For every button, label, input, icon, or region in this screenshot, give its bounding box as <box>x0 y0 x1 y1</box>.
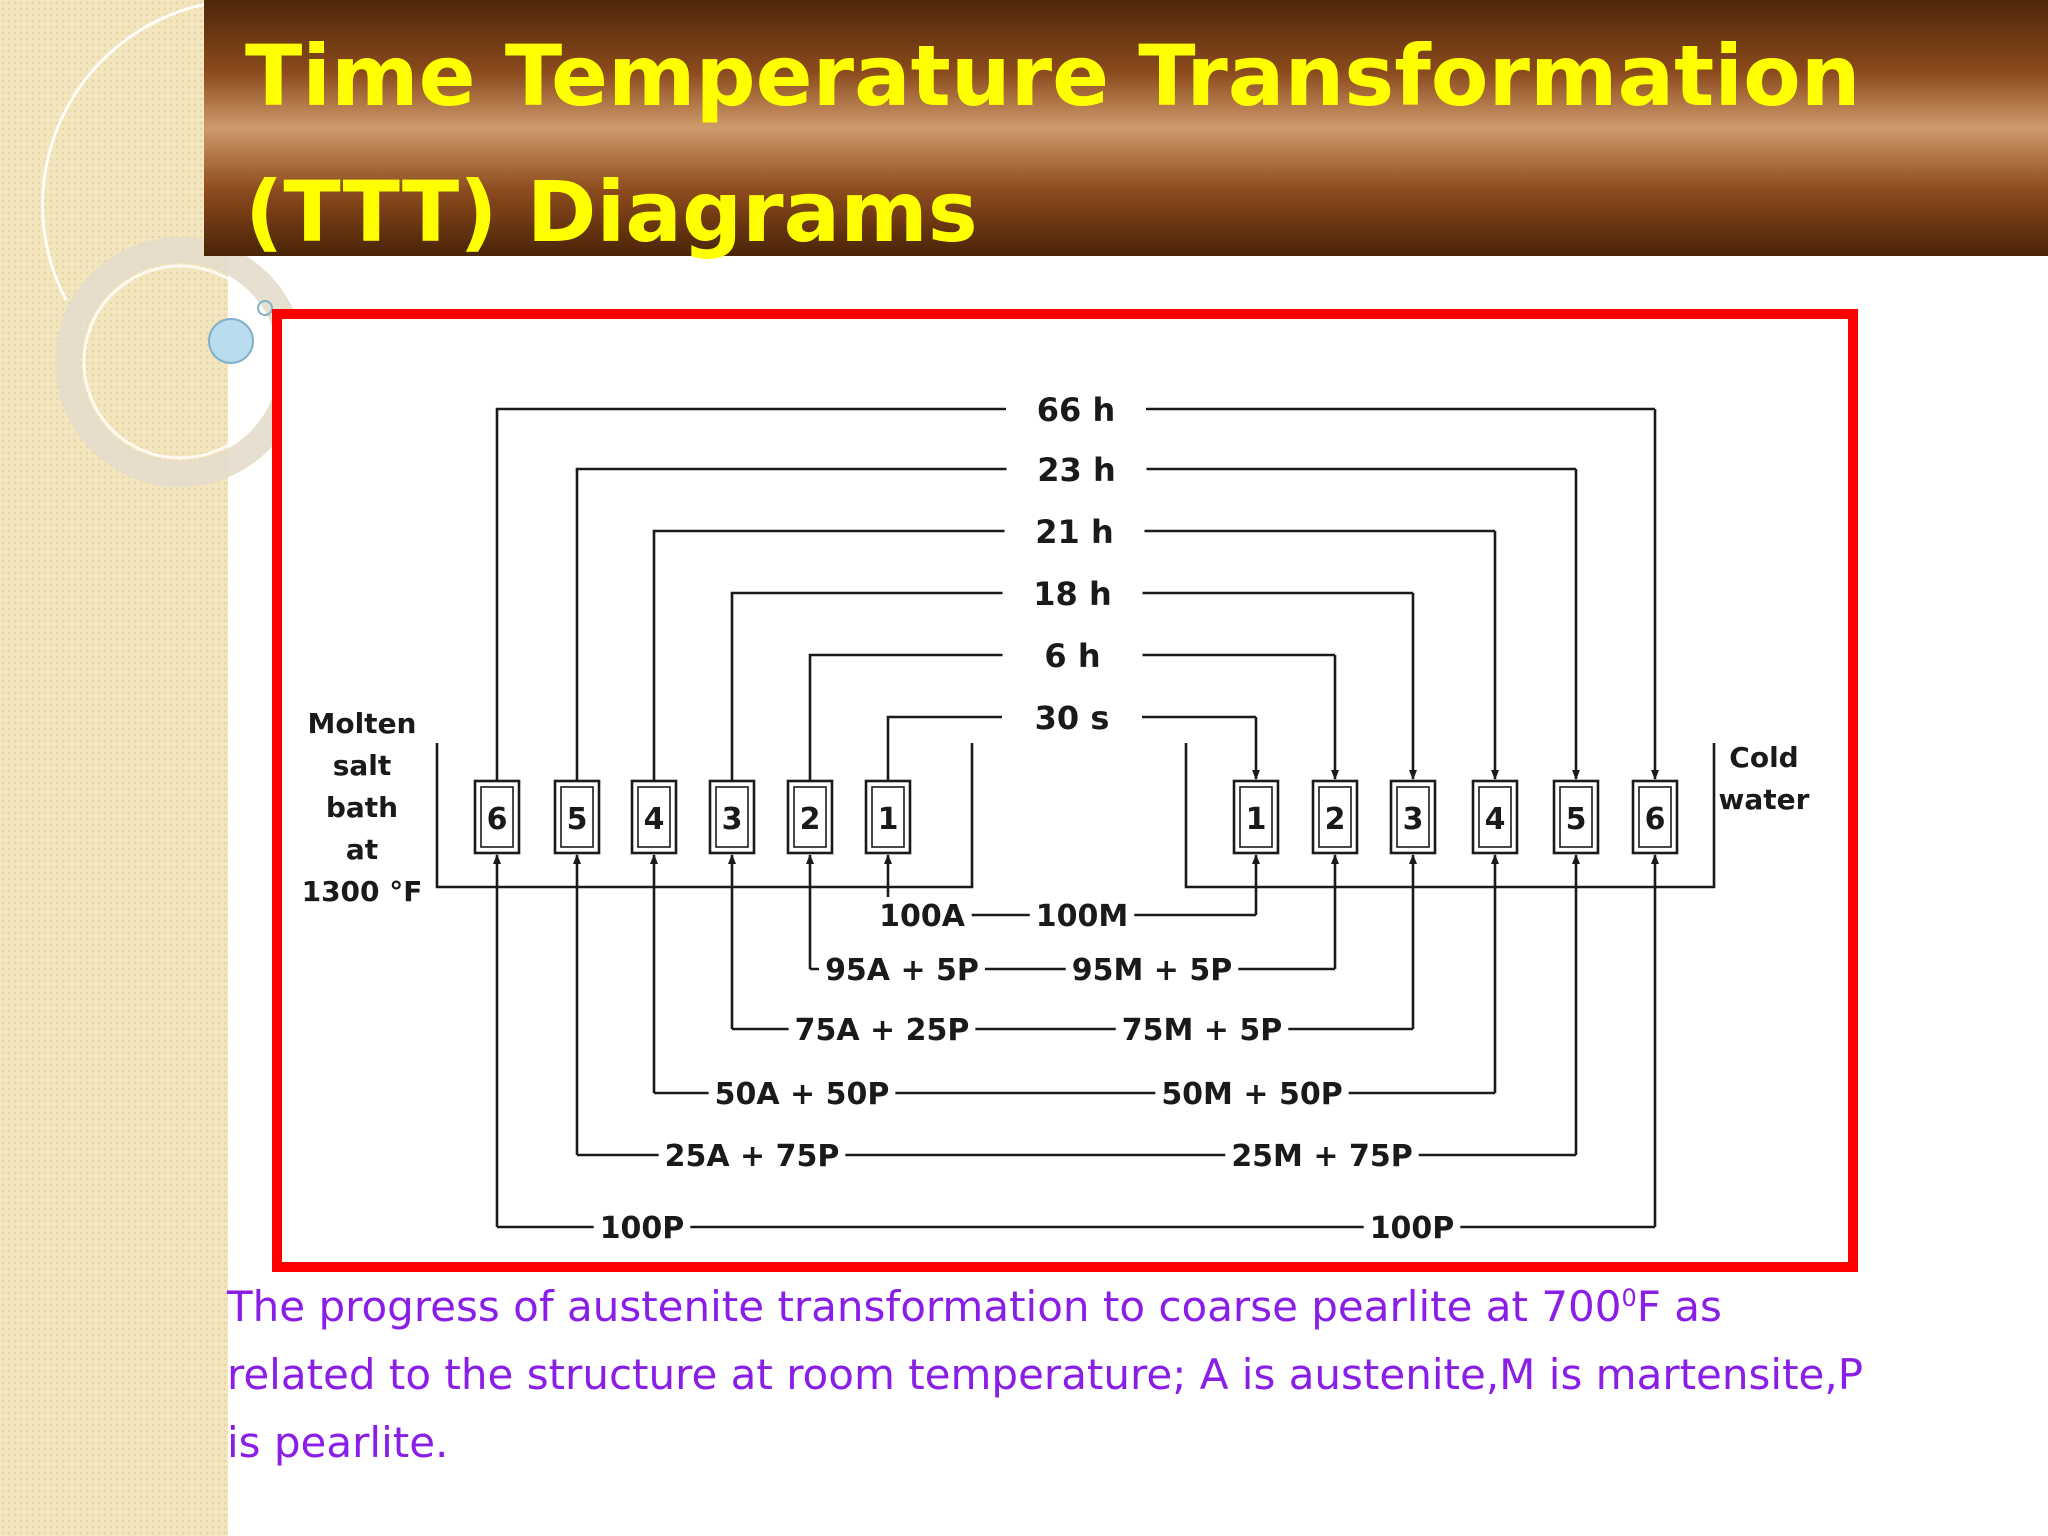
left-tube-5 <box>553 779 601 855</box>
ttt-diagram: 6 5 4 3 2 1 1 2 3 4 5 6 66 h 23 h 21 h 18 h 6 h 30 s 100A 1… <box>302 391 1810 1248</box>
structure-before-4: 50A + 50P <box>715 1077 890 1112</box>
label-halo <box>593 1209 691 1248</box>
title-bar <box>204 0 2048 256</box>
left-tube-4-label: 4 <box>644 802 665 837</box>
left-tube-6 <box>473 779 521 855</box>
left-bath-label-3: bath <box>326 791 398 824</box>
structure-after-2: 95M + 5P <box>1072 953 1233 988</box>
caption: The progress of austenite transformation… <box>227 1273 1867 1477</box>
structure-before-5: 25A + 75P <box>665 1139 840 1174</box>
caption-superscript: 0 <box>1621 1284 1637 1312</box>
right-bath-label-1: Cold <box>1729 741 1798 774</box>
right-tube-5 <box>1552 779 1600 855</box>
left-tube-1-inner <box>871 786 905 848</box>
right-tube-1-label: 1 <box>1246 802 1267 837</box>
label-halo <box>708 1075 896 1114</box>
right-tube-3 <box>1389 779 1437 855</box>
right-tube-1-inner <box>1239 786 1273 848</box>
left-tube-3-label: 3 <box>722 802 743 837</box>
left-tube-4-inner <box>637 786 671 848</box>
right-bath-outline <box>1184 743 1716 889</box>
structure-after-3: 75M + 5P <box>1122 1013 1283 1048</box>
time-label-2: 23 h <box>1037 451 1115 489</box>
time-label-1: 66 h <box>1037 391 1115 429</box>
structure-after-5: 25M + 75P <box>1231 1139 1412 1174</box>
time-label-3: 21 h <box>1035 513 1113 551</box>
structure-before-1: 100A <box>879 899 966 934</box>
time-label-6: 30 s <box>1035 699 1110 737</box>
left-bath-label-4: at <box>346 833 378 866</box>
left-bath-label-2: salt <box>333 749 392 782</box>
left-tube-3 <box>708 779 756 855</box>
structure-before-2: 95A + 5P <box>825 953 979 988</box>
deco-ring <box>55 237 305 487</box>
right-tube-2-label: 2 <box>1325 802 1346 837</box>
right-tube-6 <box>1631 779 1679 855</box>
structure-before-3: 75A + 25P <box>795 1013 970 1048</box>
label-halo <box>873 897 972 936</box>
left-tube-6-label: 6 <box>487 802 508 837</box>
time-loop-5-left <box>808 653 1003 781</box>
structure-after-4: 50M + 50P <box>1161 1077 1342 1112</box>
title-line-2: (TTT) Diagrams <box>245 163 978 261</box>
time-loop-3-left <box>652 529 1005 781</box>
caption-part1: The progress of austenite transformation… <box>227 1282 1622 1331</box>
right-tube-3-label: 3 <box>1403 802 1424 837</box>
time-label-5: 6 h <box>1044 637 1100 675</box>
left-tube-4 <box>630 779 678 855</box>
right-tube-4-inner <box>1478 786 1512 848</box>
time-loop-2-left <box>575 467 1007 781</box>
right-tube-5-label: 5 <box>1566 802 1587 837</box>
right-tube-5-inner <box>1559 786 1593 848</box>
label-halo <box>1029 897 1135 936</box>
bullet-dot-small <box>257 300 273 316</box>
left-tube-3-inner <box>715 786 749 848</box>
label-halo <box>1065 951 1239 990</box>
left-bath-label-5: 1300 °F <box>302 875 423 908</box>
left-tube-5-label: 5 <box>567 802 588 837</box>
left-tube-6-inner <box>480 786 514 848</box>
left-bath-outline <box>435 743 974 889</box>
right-bath-label-2: water <box>1719 783 1810 816</box>
page-title: Time Temperature Transformation (TTT) Di… <box>245 8 2035 280</box>
deco-ring-inner <box>82 264 278 460</box>
title-line-1: Time Temperature Transformation <box>245 27 1861 125</box>
left-tube-1-label: 1 <box>878 802 899 837</box>
right-tube-4-label: 4 <box>1485 802 1506 837</box>
bullet-dot <box>208 318 254 364</box>
right-tube-2 <box>1311 779 1359 855</box>
time-label-4: 18 h <box>1033 575 1111 613</box>
label-halo <box>1225 1137 1419 1176</box>
right-tube-6-inner <box>1638 786 1672 848</box>
time-loop-1-left <box>495 407 1006 781</box>
structure-after-1: 100M <box>1036 899 1128 934</box>
left-tube-2-inner <box>793 786 827 848</box>
right-tube-2-inner <box>1318 786 1352 848</box>
caption-part2: F as related to the structure at room te… <box>227 1282 1864 1467</box>
label-halo <box>1155 1075 1349 1114</box>
label-halo <box>788 1011 976 1050</box>
deco-arc-large <box>41 0 241 301</box>
left-tube-2-label: 2 <box>800 802 821 837</box>
time-loop-6-left <box>886 715 1002 781</box>
right-tube-6-label: 6 <box>1645 802 1666 837</box>
right-tube-1 <box>1232 779 1280 855</box>
left-tube-1 <box>864 779 912 855</box>
right-tube-4 <box>1471 779 1519 855</box>
left-tube-5-inner <box>560 786 594 848</box>
left-bath-label-1: Molten <box>307 707 416 740</box>
label-halo <box>658 1137 846 1176</box>
structure-before-6: 100P <box>600 1211 685 1246</box>
left-tube-2 <box>786 779 834 855</box>
label-halo <box>1115 1011 1289 1050</box>
label-halo <box>819 951 985 990</box>
right-tube-3-inner <box>1396 786 1430 848</box>
label-halo <box>1363 1209 1461 1248</box>
time-loop-4-left <box>730 591 1003 781</box>
structure-after-6: 100P <box>1370 1211 1455 1246</box>
diagram-frame: 6 5 4 3 2 1 1 2 3 4 5 6 66 h 23 h 21 h 18 h 6 h 30 s 100A 1… <box>272 309 1858 1272</box>
